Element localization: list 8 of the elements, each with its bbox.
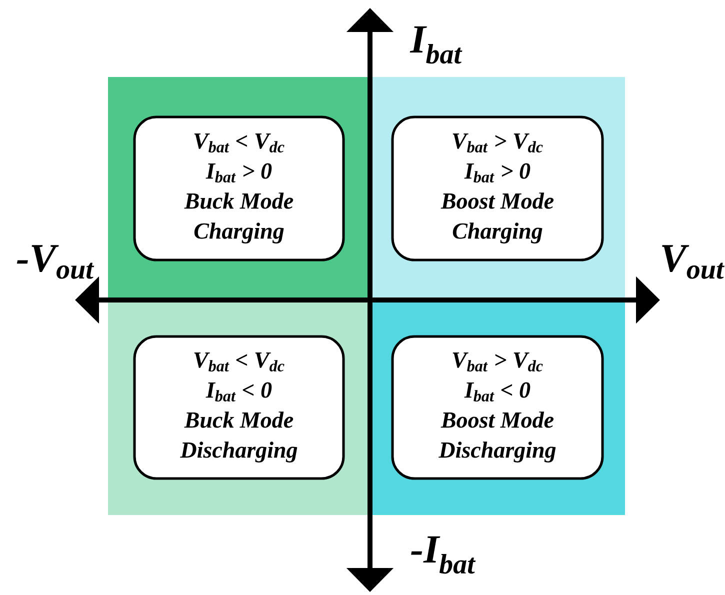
axis-label: -V$_{out}$ (16, 245, 94, 279)
mode-box: V$_{bat}$ < V$_{dc}$ I$_{bat}$ > 0 Buck Mode Charging (133, 116, 345, 262)
axis-label: -I$_{bat}$ (411, 536, 476, 574)
mode-box: V$_{bat}$ > V$_{dc}$ I$_{bat}$ < 0 Boost Mode Discharging (391, 335, 604, 480)
axis-label: V$_{out}$ (662, 245, 724, 279)
mode-box: V$_{bat}$ > V$_{dc}$ I$_{bat}$ > 0 Boost Mode Charging (391, 116, 604, 262)
axis-label: I$_{bat}$ (410, 26, 462, 64)
mode-box: V$_{bat}$ < V$_{dc}$ I$_{bat}$ < 0 Buck Mode Discharging (133, 335, 345, 480)
